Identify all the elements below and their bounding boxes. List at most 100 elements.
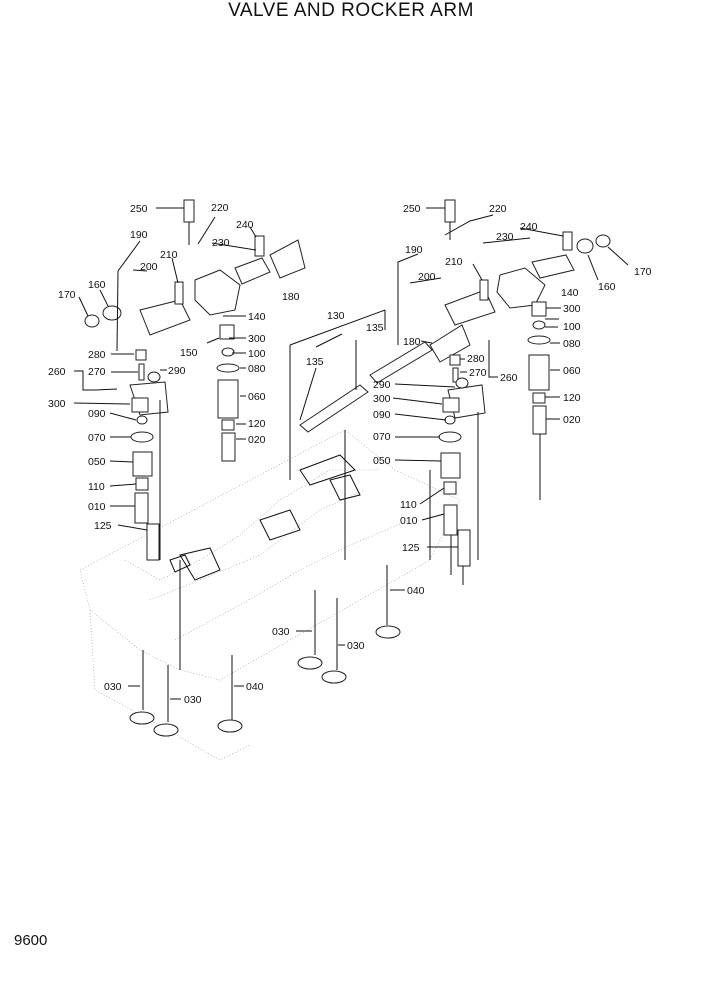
spring-180-right xyxy=(429,324,471,363)
ring-160-right xyxy=(576,238,594,254)
callout-270-right: 270 xyxy=(469,367,487,379)
callout-300-right: 300 xyxy=(563,303,581,315)
callout-125-left: 125 xyxy=(94,520,112,532)
callout-070-right: 070 xyxy=(373,431,391,443)
callout-210-right: 210 xyxy=(445,256,463,268)
rocker-shaft-assembly xyxy=(289,309,433,480)
callout-135-upper: 135 xyxy=(366,322,384,334)
callout-020-right: 020 xyxy=(563,414,581,426)
callout-100-left: 100 xyxy=(248,348,266,360)
cylinder-head xyxy=(79,429,461,761)
callout-300b-left: 300 xyxy=(48,398,66,410)
callout-240-left: 240 xyxy=(236,219,254,231)
callout-300b-right: 300 xyxy=(373,393,391,405)
cotter-100-left xyxy=(221,347,235,357)
seal-120-left xyxy=(221,419,235,431)
valves xyxy=(129,565,401,737)
callout-260-left: 260 xyxy=(48,366,66,378)
callout-110-left: 110 xyxy=(88,481,105,493)
ring-160-left xyxy=(102,305,122,321)
callout-280-right: 280 xyxy=(467,353,485,365)
callout-230-right: 230 xyxy=(496,231,514,243)
shaft-135-a xyxy=(299,384,369,433)
callout-090-left: 090 xyxy=(88,408,106,420)
callout-250-right: 250 xyxy=(403,203,421,215)
cap-290-right xyxy=(455,377,469,389)
rocker-bracket-left xyxy=(194,269,241,316)
clip-170-left xyxy=(84,314,100,328)
spring-050-right xyxy=(440,452,461,479)
page-title: VALVE AND ROCKER ARM xyxy=(228,0,474,21)
seal-110-left xyxy=(135,477,149,491)
callout-300-left: 300 xyxy=(248,333,266,345)
spring-060-right xyxy=(528,354,550,391)
page-number: 9600 xyxy=(14,932,48,949)
screw-270-right xyxy=(452,367,459,383)
callout-050-left: 050 xyxy=(88,456,106,468)
callout-170-right: 170 xyxy=(634,266,652,278)
retainer-080-right xyxy=(527,335,551,345)
callout-040-left: 040 xyxy=(246,681,264,693)
callout-240-right: 240 xyxy=(520,221,538,233)
pushrod-125-right xyxy=(457,529,471,567)
right-rocker-assembly xyxy=(429,199,611,585)
bolt-250-left xyxy=(183,199,195,223)
callout-010-left: 010 xyxy=(88,501,106,513)
adjuster-210-left xyxy=(174,281,184,305)
left-rocker-assembly xyxy=(84,199,306,561)
clip-170-right xyxy=(595,234,611,248)
callout-200-right: 200 xyxy=(418,271,436,283)
seal-110-right xyxy=(443,481,457,495)
shaft-135-b xyxy=(369,341,433,384)
spring-180-left xyxy=(269,239,306,279)
guide-020-left xyxy=(221,432,236,462)
rocker-arm-200-left xyxy=(139,299,191,336)
callout-125-right: 125 xyxy=(402,542,420,554)
callout-140-right: 140 xyxy=(561,287,579,299)
valve-030-d xyxy=(153,723,179,737)
callout-140-left: 140 xyxy=(248,311,266,323)
callout-190-left: 190 xyxy=(130,229,148,241)
callout-030-right-a: 030 xyxy=(272,626,290,638)
callout-290-left: 290 xyxy=(168,365,186,377)
retainer-080-left xyxy=(216,363,240,373)
callout-010-right: 010 xyxy=(400,515,418,527)
valve-040-b xyxy=(217,719,243,733)
callout-040-right: 040 xyxy=(407,585,425,597)
callout-280-left: 280 xyxy=(88,349,106,361)
callout-270-left: 270 xyxy=(88,366,106,378)
callout-130: 130 xyxy=(327,310,345,322)
valve-030-c xyxy=(129,711,155,725)
cap-300-left xyxy=(219,324,235,340)
cap-300-right xyxy=(531,301,547,317)
retainer-070-right xyxy=(438,431,462,443)
cotter-090-left xyxy=(136,415,148,425)
rocker-arm-230-left xyxy=(234,257,271,285)
callout-220-right: 220 xyxy=(489,203,507,215)
nut-280-left xyxy=(135,349,147,361)
callout-100-right: 100 xyxy=(563,321,581,333)
callout-290-right: 290 xyxy=(373,379,391,391)
callout-120-left: 120 xyxy=(248,418,266,430)
callout-labels: 250 220 240 230 190 210 200 160 170 180 … xyxy=(48,202,652,706)
cap-300b-left xyxy=(131,397,149,413)
leader-lines xyxy=(73,207,629,700)
adjuster-240-left xyxy=(254,235,265,257)
callout-150-left: 150 xyxy=(180,347,198,359)
callout-180-left: 180 xyxy=(282,291,300,303)
callout-070-left: 070 xyxy=(88,432,106,444)
guide-010-left xyxy=(134,492,149,524)
adjuster-210-right xyxy=(479,279,489,301)
callout-030-right-b: 030 xyxy=(347,640,365,652)
valve-030-b xyxy=(321,670,347,684)
cap-290-left xyxy=(147,371,161,383)
valve-040-a xyxy=(375,625,401,639)
guide-020-right xyxy=(532,405,547,435)
callout-060-left: 060 xyxy=(248,391,266,403)
callout-170-left: 170 xyxy=(58,289,76,301)
callout-120-right: 120 xyxy=(563,392,581,404)
callout-230-left: 230 xyxy=(212,237,230,249)
callout-200-left: 200 xyxy=(140,261,158,273)
cap-300b-right xyxy=(442,397,460,413)
